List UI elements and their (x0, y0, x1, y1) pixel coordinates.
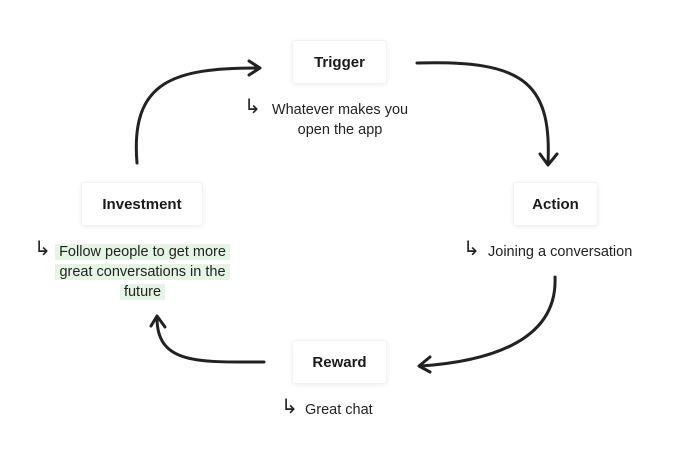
action-node: Action (514, 183, 597, 225)
investment-label: Investment (102, 195, 182, 213)
arrow-investment-to-trigger (134, 66, 260, 165)
trigger-note: Whatever makes you open the app (271, 102, 409, 138)
action-note-arrow-icon: ↳ (463, 236, 480, 260)
action-label: Action (532, 195, 579, 213)
trigger-node: Trigger (293, 41, 386, 83)
arrow-reward-to-investment (155, 316, 266, 364)
arrowhead-investment (149, 314, 167, 329)
trigger-note-arrow-icon: ↳ (244, 94, 261, 118)
investment-note-arrow-icon: ↳ (34, 236, 51, 260)
reward-note-arrow-icon: ↳ (281, 394, 298, 418)
action-note: Joining a conversation (488, 244, 633, 260)
investment-node: Investment (82, 183, 202, 225)
investment-note-text: Follow people to get more great conversa… (55, 244, 230, 300)
reward-node: Reward (293, 341, 386, 383)
trigger-label: Trigger (314, 53, 365, 71)
reward-label: Reward (312, 353, 367, 371)
arrow-action-to-reward (419, 275, 557, 368)
arrowhead-reward (417, 355, 432, 374)
investment-note: Follow people to get more great conversa… (55, 242, 230, 302)
arrowhead-trigger (247, 59, 262, 77)
arrowhead-action (538, 152, 559, 167)
reward-note: Great chat (305, 402, 373, 418)
arrow-trigger-to-action (415, 61, 550, 165)
